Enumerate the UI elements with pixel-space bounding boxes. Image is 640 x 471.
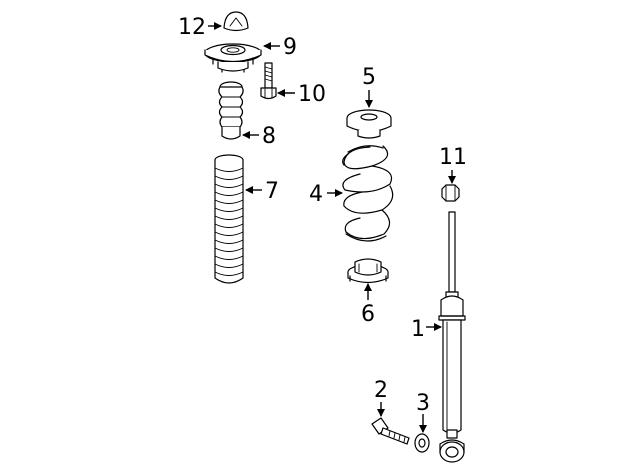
callout-4: 4 (309, 182, 323, 207)
callout-7: 7 (265, 179, 279, 204)
callout-10: 10 (298, 82, 326, 107)
part-9-upper-mount (204, 43, 262, 73)
part-8-bump-stop (218, 81, 244, 140)
callout-8: 8 (262, 124, 276, 149)
callout-9: 9 (283, 35, 297, 60)
callout-2: 2 (374, 378, 388, 403)
callout-12: 12 (178, 15, 206, 40)
part-4-coil-spring (342, 145, 394, 242)
callout-3: 3 (416, 391, 430, 416)
leader-lines (208, 22, 456, 433)
part-7-dust-boot (214, 154, 244, 284)
part-5-upper-spring-seat (346, 109, 392, 139)
part-12-cap (223, 11, 249, 32)
part-3-washer (414, 433, 430, 453)
part-10-bolt (260, 62, 277, 100)
callout-1: 1 (411, 317, 425, 342)
callout-6: 6 (361, 302, 375, 327)
part-11-nut (441, 184, 460, 202)
part-2-bolt (371, 417, 410, 445)
callout-labels: 12 9 10 8 7 5 4 6 11 1 2 3 (178, 15, 467, 416)
part-6-lower-spring-seat (347, 258, 389, 284)
callout-5: 5 (362, 65, 376, 90)
part-1-shock-absorber (438, 211, 466, 463)
callout-11: 11 (439, 145, 467, 170)
